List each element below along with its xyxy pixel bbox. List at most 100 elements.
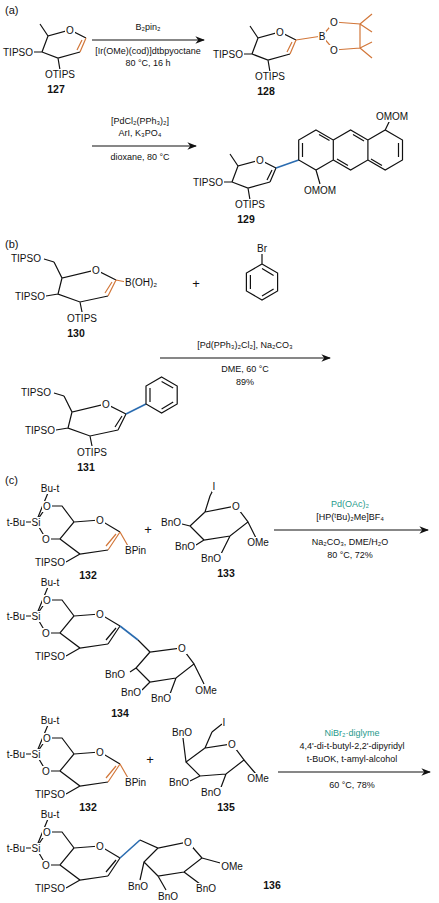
boronic-acid-bond	[105, 280, 126, 296]
reagent-text: 80 °C, 16 h	[124, 59, 171, 69]
atom-label: Br	[256, 243, 268, 254]
reagent-text: 4,4'-di-t-butyl-2,2'-dipyridyl	[299, 742, 406, 752]
glycal-structure	[224, 154, 276, 200]
atom-label: Si	[31, 611, 42, 622]
atom-label: TIPSO	[34, 557, 66, 568]
atom-label: TIPSO	[34, 883, 66, 894]
compound-number: 135	[216, 802, 236, 814]
atom-label: BnO	[171, 727, 193, 738]
double-bond	[106, 858, 120, 876]
atom-label: O	[41, 766, 51, 777]
atom-label: I	[222, 717, 227, 728]
atom-label: O	[101, 399, 111, 410]
atom-label: O	[42, 827, 52, 838]
atom-label: OMe	[194, 685, 218, 696]
atom-label: BPin	[124, 777, 147, 788]
atom-label: OTIPS	[66, 313, 98, 324]
compound-number: 136	[262, 880, 282, 892]
atom-label: BnO	[104, 669, 126, 680]
atom-label: B(OH)₂	[124, 277, 158, 288]
phenyl-ring	[146, 377, 177, 413]
pyranoside-ring	[183, 724, 256, 790]
atom-label: O	[41, 860, 51, 871]
compound-number: 129	[236, 214, 256, 226]
compound-number: 127	[46, 84, 66, 96]
silylene-glycal	[16, 582, 120, 656]
compound-number: 132	[78, 802, 98, 814]
catalyst-text: NiBr₂·diglyme	[323, 729, 380, 739]
silylene-glycal	[16, 488, 120, 562]
atom-label: Bu-t	[40, 577, 60, 588]
double-bond	[77, 38, 86, 52]
part-letter: (c)	[4, 474, 19, 486]
reagent-text: 89%	[235, 378, 255, 388]
anthracene-ring	[299, 120, 403, 184]
atom-label: OMe	[246, 537, 270, 548]
atom-label: O	[41, 628, 51, 639]
atom-label: BnO	[200, 787, 222, 798]
atom-label: O	[177, 643, 187, 654]
atom-label: Bu-t	[40, 809, 60, 820]
part-letter: (a)	[4, 4, 19, 16]
reagent-text: 60 °C, 78%	[328, 781, 376, 791]
boronate-ester	[287, 14, 372, 58]
atom-label: TIPSO	[14, 291, 46, 302]
compound-number: 130	[66, 328, 86, 340]
double-bond	[267, 168, 276, 182]
atom-label: O	[183, 837, 193, 848]
atom-label: TIPSO	[24, 425, 56, 436]
atom-label: TIPSO	[34, 789, 66, 800]
silylene-glycal	[16, 720, 120, 794]
atom-label: O	[329, 45, 339, 56]
atom-label: OTIPS	[44, 69, 76, 80]
atom-label: O	[227, 739, 237, 750]
atom-label: BnO	[160, 517, 182, 528]
plus-sign: +	[191, 277, 201, 291]
atom-label: TIPSO	[192, 177, 224, 188]
atom-label: TIPSO	[20, 387, 52, 398]
atom-label: BPin	[124, 545, 147, 556]
glycal-structure	[44, 259, 116, 312]
atom-label: OMOM	[303, 185, 337, 196]
atom-label: OMe	[220, 861, 244, 872]
reagent-text: 80 °C, 72%	[326, 551, 374, 561]
plus-sign: +	[143, 523, 153, 537]
atom-label: O	[41, 534, 51, 545]
atom-label: TIPSO	[2, 47, 34, 58]
reaction-arrow	[92, 39, 204, 40]
plus-sign: +	[145, 753, 155, 767]
atom-label: O	[231, 501, 241, 512]
compound-number: 133	[216, 568, 236, 580]
atom-label: OTIPS	[234, 199, 266, 210]
reaction-arrow	[92, 145, 196, 146]
reagent-text: [PdCl₂(PPh₃)₂]	[110, 117, 170, 127]
atom-label: O	[42, 595, 52, 606]
catalyst-text: Pd(OAc)₂	[330, 500, 370, 510]
atom-label: OMOM	[375, 111, 409, 122]
reaction-arrow	[278, 771, 430, 772]
reaction-arrow	[160, 357, 330, 358]
reagent-text: [Pd(PPh₃)₂Cl₂], Na₂CO₃	[196, 341, 293, 351]
new-bond	[120, 840, 140, 858]
glycal-structure	[54, 393, 126, 446]
atom-label: I	[212, 481, 217, 492]
silylene-glycal	[16, 814, 120, 888]
compound-number: 132	[78, 570, 98, 582]
reagent-text: Na₂CO₃, DME/H₂O	[311, 538, 390, 548]
atom-label: OTIPS	[76, 447, 108, 458]
atom-label: BnO	[157, 891, 179, 902]
atom-label: t-Bu	[6, 611, 26, 622]
atom-label: O	[329, 17, 339, 28]
compound-number: 131	[76, 462, 96, 474]
atom-label: BnO	[174, 541, 196, 552]
atom-label: B	[318, 31, 327, 42]
atom-label: OTIPS	[254, 71, 286, 82]
atom-label: Si	[31, 843, 42, 854]
reagent-text: ArI, K₃PO₄	[118, 129, 163, 139]
reagent-text: dioxane, 80 °C	[109, 153, 170, 163]
reagent-text: t-BuOK, t-amyl-alcohol	[306, 755, 399, 765]
atom-label: BnO	[150, 693, 172, 704]
compound-number: 134	[110, 708, 130, 720]
atom-label: O	[65, 25, 75, 36]
